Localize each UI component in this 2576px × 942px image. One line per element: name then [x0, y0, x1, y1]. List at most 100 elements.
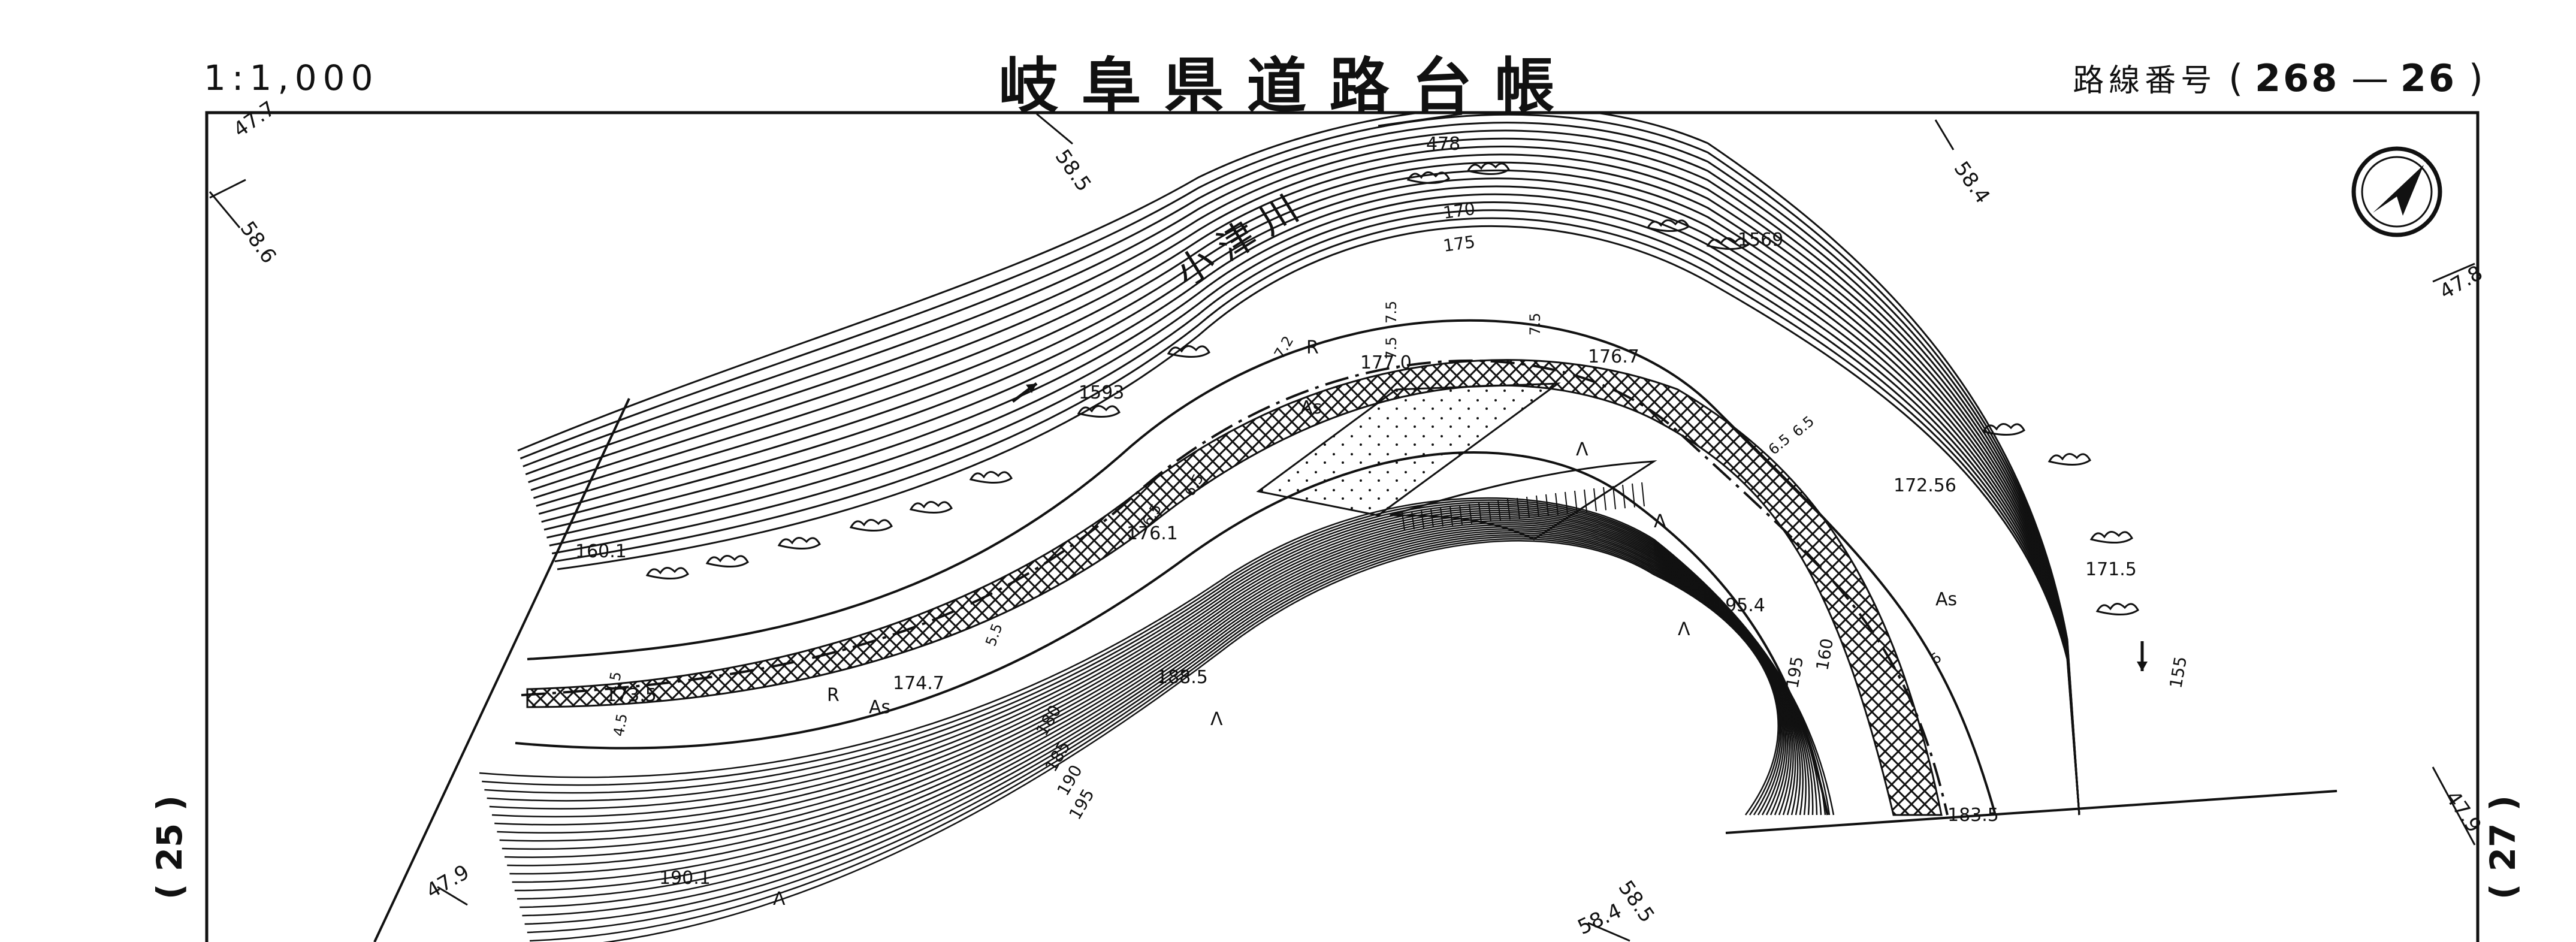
road-edge-lower — [515, 451, 1829, 816]
vegetation-symbol — [2047, 453, 2091, 466]
hatch-tick — [1488, 501, 1491, 522]
route-number: 路線番号 ( 268 — 26 ) — [2073, 55, 2483, 100]
spot-height: 1593 — [1079, 382, 1124, 403]
contour-label: 175 — [1442, 232, 1476, 256]
contour-line — [536, 161, 2080, 816]
hatch-tick — [1411, 511, 1415, 530]
hatch-tick — [1517, 497, 1520, 519]
hatch-tick — [1497, 500, 1501, 521]
grid-mark: 58.4 — [1574, 899, 1626, 940]
vegetation-symbol — [849, 519, 893, 532]
embankment — [1390, 460, 1657, 541]
contour-line — [543, 185, 2080, 816]
hatch-tick — [1507, 499, 1511, 520]
vegetation-symbol — [1646, 219, 1690, 233]
grid-tick — [2432, 766, 2476, 846]
contour-line — [522, 532, 1785, 917]
width-label: 4.5 — [604, 671, 624, 696]
hatch-tick — [1449, 506, 1453, 526]
surface-label: R — [1306, 337, 1319, 358]
contour-line — [538, 169, 2080, 816]
spot-height: 171.5 — [2085, 559, 2137, 580]
route-number-label: 路線番号 — [2073, 63, 2217, 99]
contour-line — [524, 534, 1783, 925]
spot-height: 1569 — [1738, 230, 1783, 250]
route-open-paren: ( — [2228, 56, 2243, 100]
vegetation-symbol — [1982, 423, 2025, 436]
spot-height: 160.1 — [575, 541, 627, 562]
contour-line — [602, 540, 1779, 942]
vegetation-symbol — [1406, 171, 1450, 185]
hatch-tick — [1565, 491, 1568, 514]
grid-tick — [1036, 113, 1073, 145]
map-scale: 1:1,000 — [204, 58, 379, 98]
boundary-line-left — [373, 398, 630, 942]
road-edge-outer — [527, 319, 1997, 816]
hatch-tick — [1469, 503, 1472, 524]
route-number-a: 268 — [2254, 56, 2340, 100]
vegetation-symbol — [645, 567, 689, 580]
width-label: 7.5 — [1383, 337, 1400, 360]
grid-tick — [437, 886, 468, 906]
boundary-line-right — [1725, 790, 2338, 834]
vegetation-symbol — [1706, 237, 1750, 250]
contour-line — [494, 509, 1810, 826]
width-label: 5.5 — [982, 621, 1005, 648]
hatch-tick — [1430, 508, 1434, 528]
sheet-title: 岐阜県道路台帳 — [998, 51, 1578, 121]
retaining-wall — [526, 359, 1943, 816]
hatch-tick — [1584, 489, 1587, 512]
hatch-tick — [1593, 488, 1597, 512]
surface-label: As — [1935, 589, 1957, 610]
contour-line — [557, 225, 2080, 816]
hatch-tick — [1574, 490, 1578, 514]
grid-tick — [1378, 113, 1463, 127]
spot-height: 173.5 — [605, 685, 657, 706]
grid-tick — [209, 179, 246, 199]
spot-height: 195.4 — [1714, 595, 1765, 616]
grid-mark: 58.4 — [1949, 157, 1995, 208]
width-label: 4.5 — [610, 712, 630, 738]
contour-line — [517, 113, 2080, 816]
grid-tick — [2432, 262, 2475, 283]
hatch-tick — [1402, 512, 1405, 531]
spot-height: 190.1 — [659, 868, 711, 889]
map-symbol: Λ — [1654, 511, 1666, 532]
spot-height: 174.7 — [893, 673, 944, 694]
hatch-tick — [1440, 507, 1443, 527]
grid-mark: 47.7 — [229, 96, 280, 142]
vegetation-symbol — [909, 501, 953, 514]
hatch-tick — [1478, 502, 1482, 523]
spot-height: 177.0 — [1360, 352, 1412, 373]
spot-height: 176.1 — [1127, 523, 1178, 544]
surface-label: As — [869, 697, 890, 718]
contour-line — [549, 201, 2080, 816]
contour-line — [517, 528, 1789, 900]
grid-mark: 58.6 — [235, 217, 281, 268]
hatch-tick — [1536, 495, 1539, 517]
width-label: 7.5 — [1527, 313, 1544, 336]
contour-line — [520, 530, 1787, 908]
map-symbol: Λ — [1576, 439, 1589, 460]
contour-line — [529, 538, 1781, 942]
contour-label: 170 — [1442, 199, 1476, 223]
hatch-tick — [1555, 493, 1559, 515]
vegetation-symbol — [1077, 405, 1121, 418]
contour-line — [527, 536, 1782, 934]
spot-height: 478 — [1426, 134, 1460, 155]
contour-line — [523, 122, 2080, 816]
map-drawing — [209, 113, 2476, 942]
contour-label: 195 — [1782, 655, 1807, 690]
hatch-tick — [1545, 494, 1549, 517]
map-symbol: Λ — [1210, 709, 1223, 730]
hatch-tick — [1641, 482, 1645, 507]
contour-line — [530, 146, 2080, 816]
vegetation-symbol — [969, 471, 1013, 484]
grid-mark: 47.9 — [422, 860, 474, 903]
width-label: 6.5 — [1765, 431, 1793, 458]
spot-height: 183.5 — [1947, 805, 1999, 826]
vegetation-symbol — [1167, 345, 1210, 358]
map-frame — [205, 111, 2480, 942]
contour-line — [520, 113, 2080, 816]
